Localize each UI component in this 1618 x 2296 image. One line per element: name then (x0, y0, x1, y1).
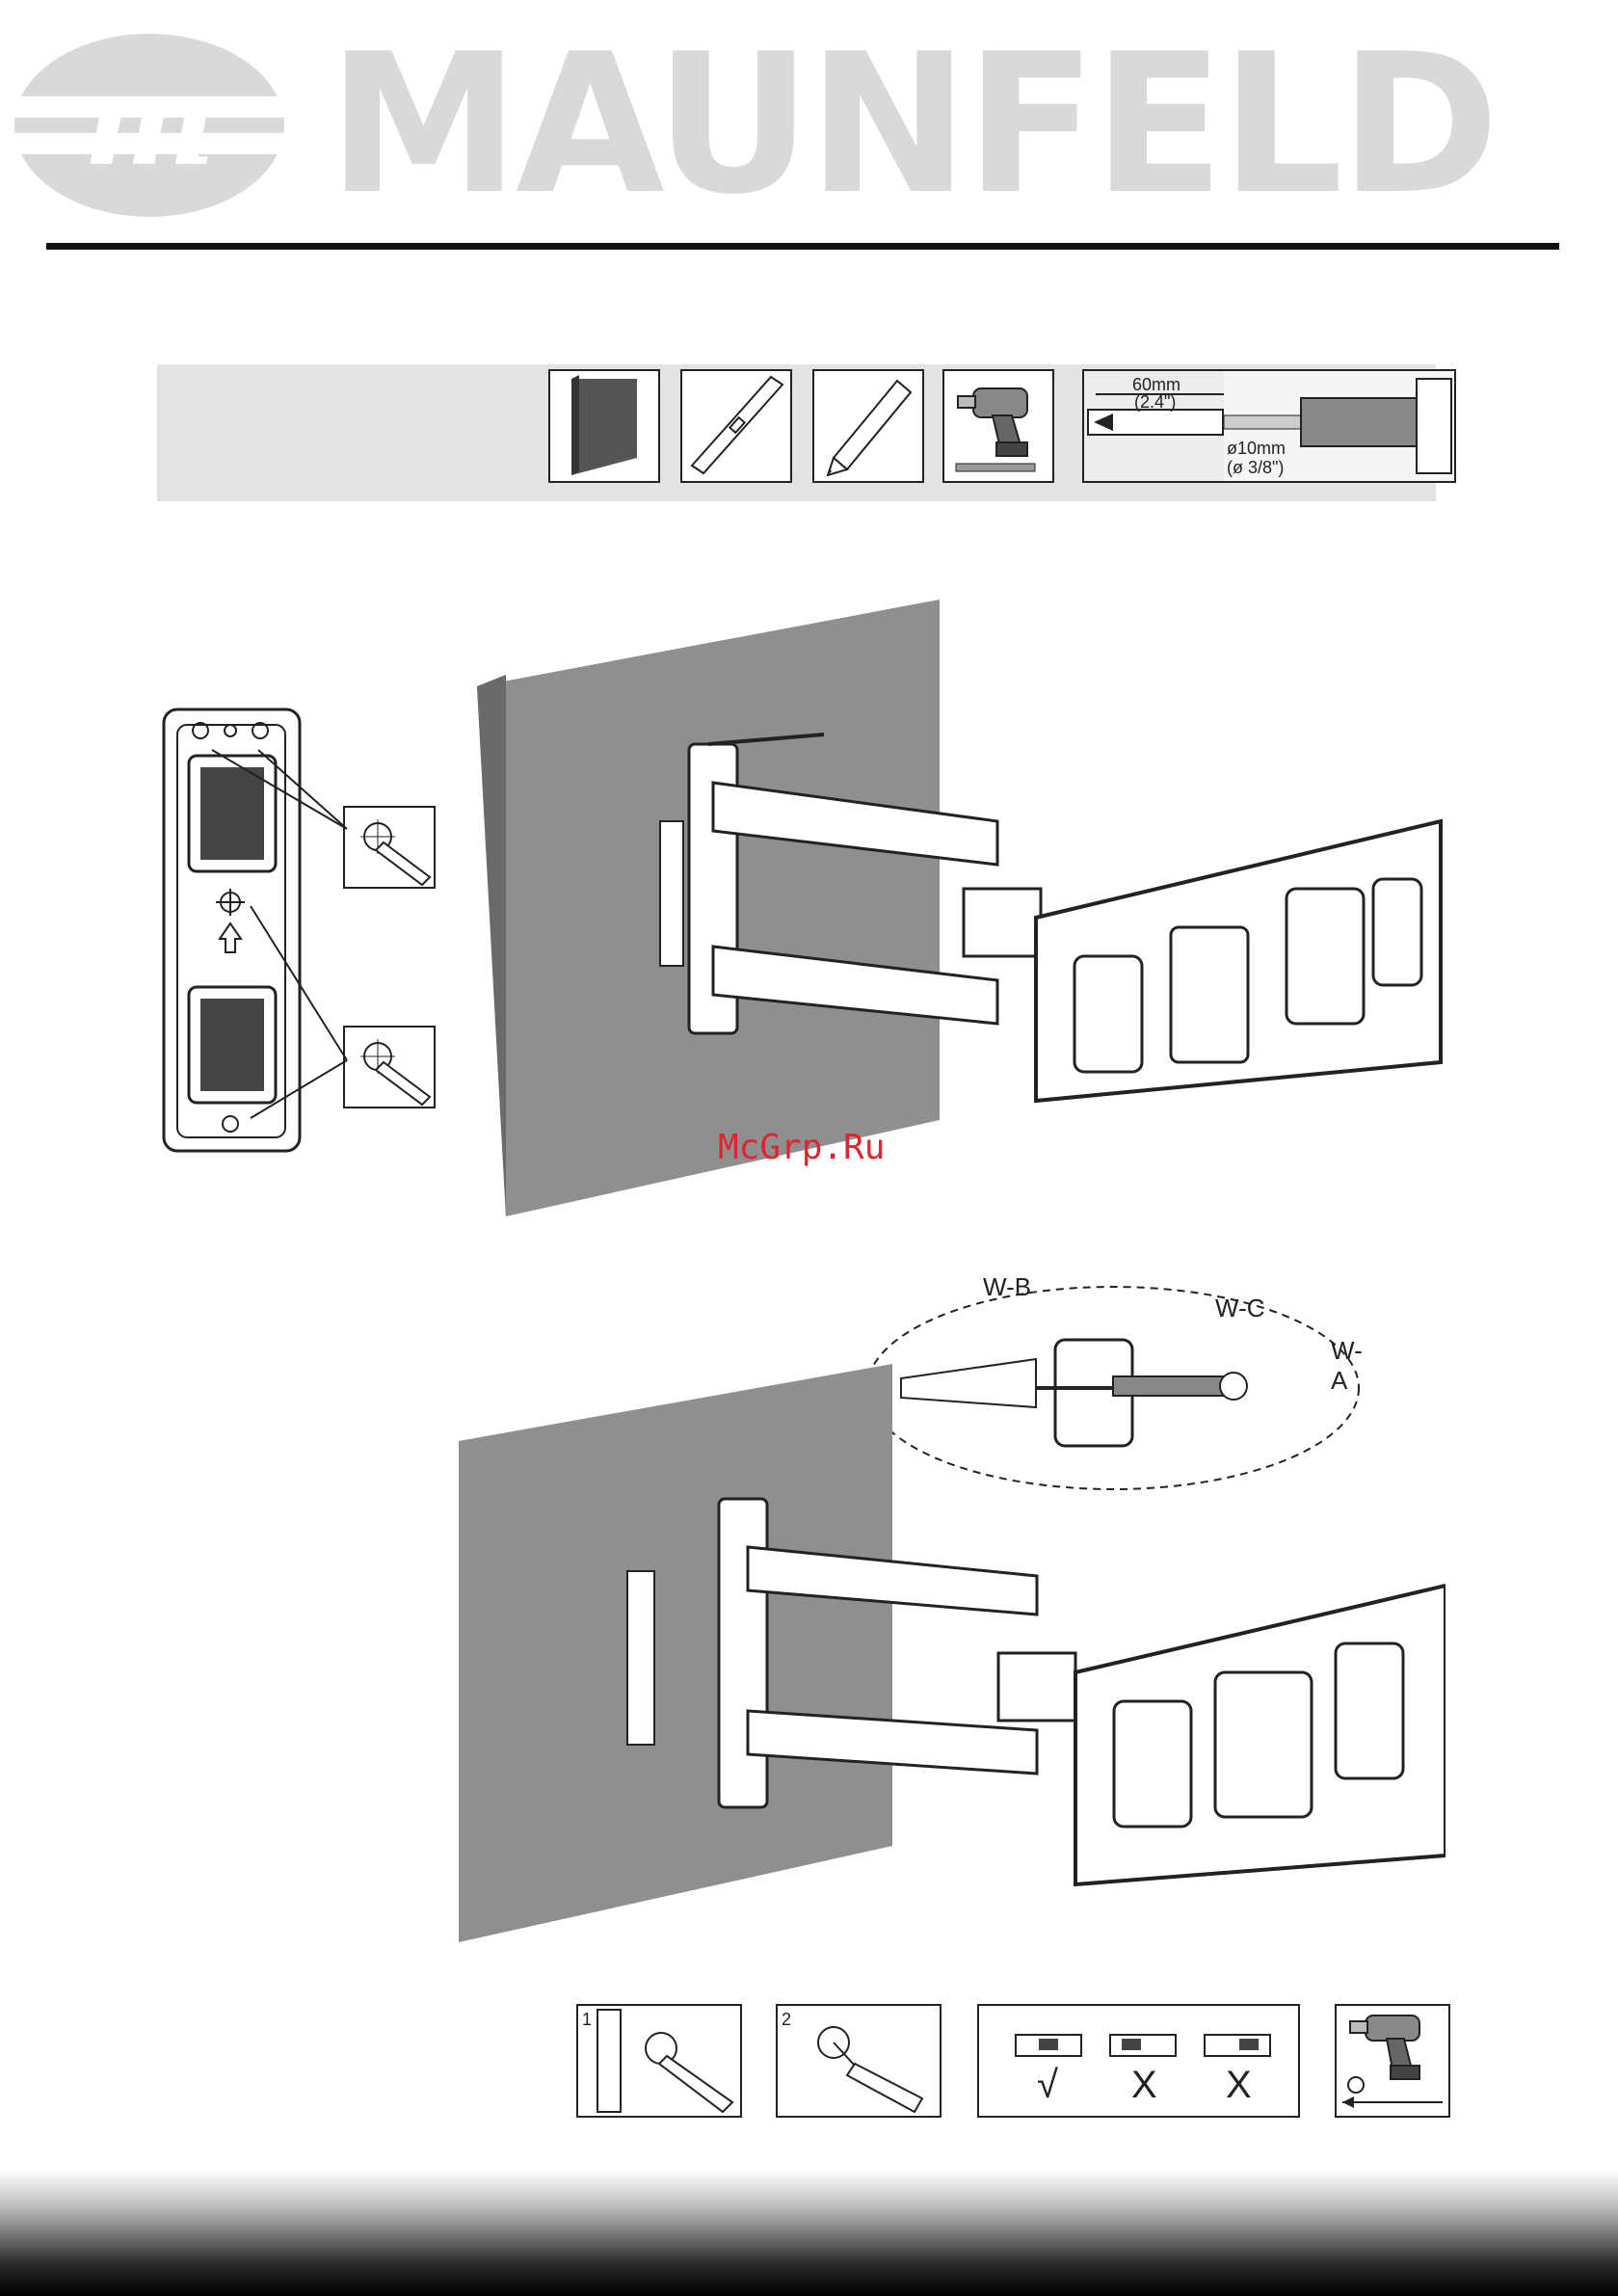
drill-depth-in: (2.4") (1134, 392, 1176, 413)
power-drill-icon (944, 371, 1052, 481)
header-divider (46, 243, 1559, 250)
svg-text:m: m (83, 46, 216, 194)
drill-diameter-in: (ø 3/8") (1227, 458, 1284, 478)
mark-hole-step-icon (578, 2006, 740, 2116)
tv-wall-mount-icon (477, 600, 1446, 1216)
pencil-icon (814, 371, 922, 481)
step-drill-tool (1335, 2004, 1450, 2118)
brand-emblem-icon: m (10, 29, 289, 222)
drill-tool (942, 369, 1054, 483)
mount-illustration-top (477, 600, 1446, 1216)
pencil-tool (812, 369, 924, 483)
label-wc: W-C (1215, 1294, 1265, 1323)
level-wrong-mark-2: X (1226, 2064, 1252, 2107)
drill-hole-step-icon (778, 2006, 940, 2116)
step-1-number: 1 (582, 2010, 592, 2030)
brand-logo: m MAUNFELD (10, 29, 1590, 222)
wall-tool (548, 369, 660, 483)
tools-strip: 60mm (2.4") ø10mm (ø 3/8") (157, 364, 1436, 501)
tv-wall-mount-install-icon (459, 1364, 1446, 1962)
level-wrong-mark-1: X (1131, 2064, 1157, 2107)
drill-with-bit-icon (1337, 2006, 1448, 2116)
level-correct-mark: √ (1037, 2064, 1058, 2107)
step-drill: 2 (776, 2004, 942, 2118)
step-mark: 1 (576, 2004, 742, 2118)
level-tool (680, 369, 792, 483)
spirit-level-icon (682, 371, 790, 481)
watermark: McGrp.Ru (718, 1128, 885, 1167)
footer-gradient-bar (0, 2169, 1618, 2296)
brand-name: MAUNFELD (328, 29, 1496, 222)
label-wb: W-B (983, 1272, 1031, 1302)
drill-diameter-mm: ø10mm (1227, 439, 1286, 459)
mount-illustration-bottom (459, 1364, 1446, 1962)
leader-lines (193, 733, 366, 1137)
wall-icon (550, 371, 658, 481)
drill-depth-diagram: 60mm (2.4") ø10mm (ø 3/8") (1082, 369, 1456, 483)
step-level-check: √ X X (977, 2004, 1300, 2118)
step-2-number: 2 (782, 2010, 791, 2030)
